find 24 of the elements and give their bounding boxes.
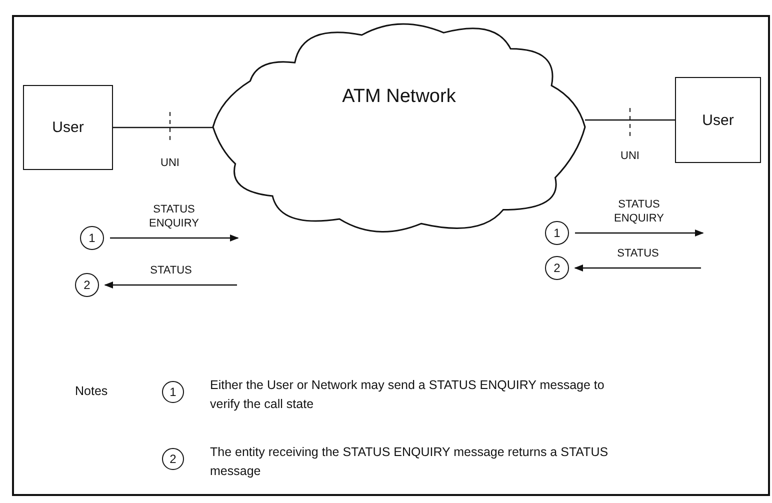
note-text: The entity receiving the STATUS ENQUIRY message returns a STATUS message — [210, 444, 610, 480]
connector-line — [585, 119, 675, 121]
step-number-circle: 2 — [162, 448, 184, 470]
step-number-circle: 1 — [162, 381, 184, 403]
edge-label: STATUS ENQUIRY — [613, 198, 665, 226]
arrow — [110, 234, 239, 242]
edge-label: STATUS — [616, 247, 660, 261]
edge-label: STATUS — [149, 264, 193, 278]
network-label: ATM Network — [341, 86, 457, 108]
connector-line — [113, 126, 213, 128]
user-box: User — [23, 85, 113, 170]
step-number-circle: 2 — [545, 256, 569, 280]
user-box: User — [675, 77, 761, 163]
note-text: Either the User or Network may send a STATUS ENQUIRY message to verify the call state — [210, 377, 606, 414]
arrow — [574, 264, 701, 272]
notes-heading: Notes — [75, 384, 108, 398]
arrow — [104, 281, 237, 289]
interface-label: UNI — [160, 157, 180, 169]
edge-label: STATUS ENQUIRY — [148, 204, 200, 231]
interface-label: UNI — [620, 150, 640, 162]
step-number-circle: 2 — [75, 273, 99, 297]
arrow — [575, 229, 704, 237]
step-number-circle: 1 — [80, 226, 104, 250]
step-number-circle: 1 — [545, 221, 569, 245]
